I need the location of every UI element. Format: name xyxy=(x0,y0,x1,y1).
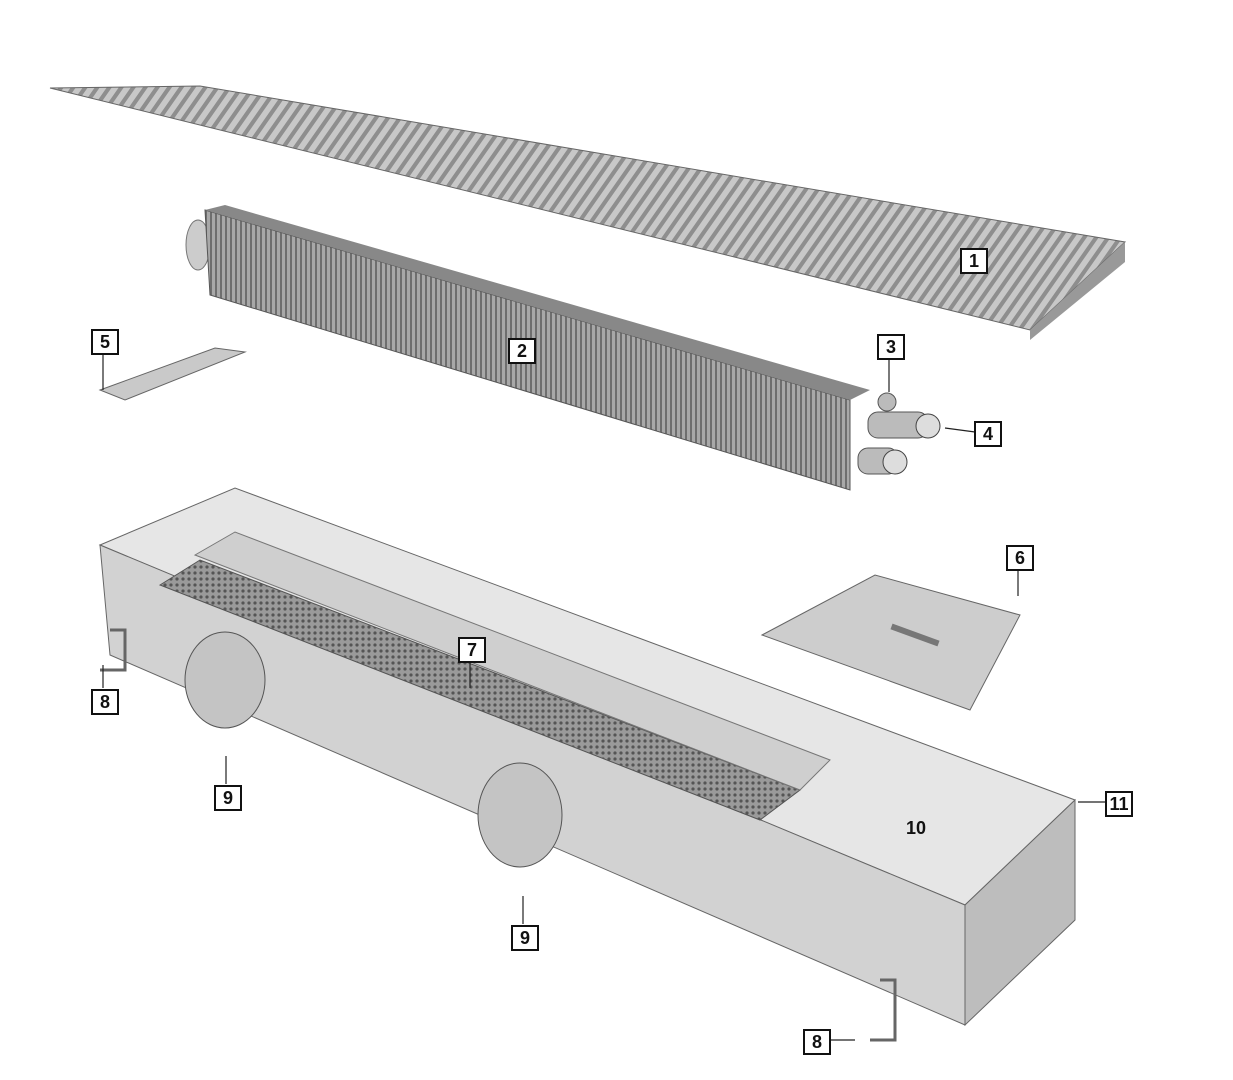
duct-left xyxy=(184,631,266,729)
connector xyxy=(915,413,941,439)
label-perforated-plate: 7 xyxy=(458,637,486,663)
label-grille: 1 xyxy=(960,248,988,274)
label-connector: 4 xyxy=(974,421,1002,447)
valve xyxy=(877,392,897,412)
label-bracket-left: 8 xyxy=(91,689,119,715)
label-duct-right: 9 xyxy=(511,925,539,951)
label-frame: 11 xyxy=(1105,791,1133,817)
duct-right xyxy=(477,762,563,868)
label-compartment: 10 xyxy=(906,818,927,838)
bracket-right xyxy=(870,978,897,1042)
bracket-left xyxy=(100,628,127,672)
label-heat-exchanger: 2 xyxy=(508,338,536,364)
label-cover-plate: 6 xyxy=(1006,545,1034,571)
trough xyxy=(98,487,1076,1042)
label-end-cover: 5 xyxy=(91,329,119,355)
end-cover xyxy=(98,347,247,401)
label-duct-left: 9 xyxy=(214,785,242,811)
cover-plate xyxy=(760,574,1021,711)
label-valve: 3 xyxy=(877,334,905,360)
grille xyxy=(49,85,1127,340)
label-bracket-right: 8 xyxy=(803,1029,831,1055)
